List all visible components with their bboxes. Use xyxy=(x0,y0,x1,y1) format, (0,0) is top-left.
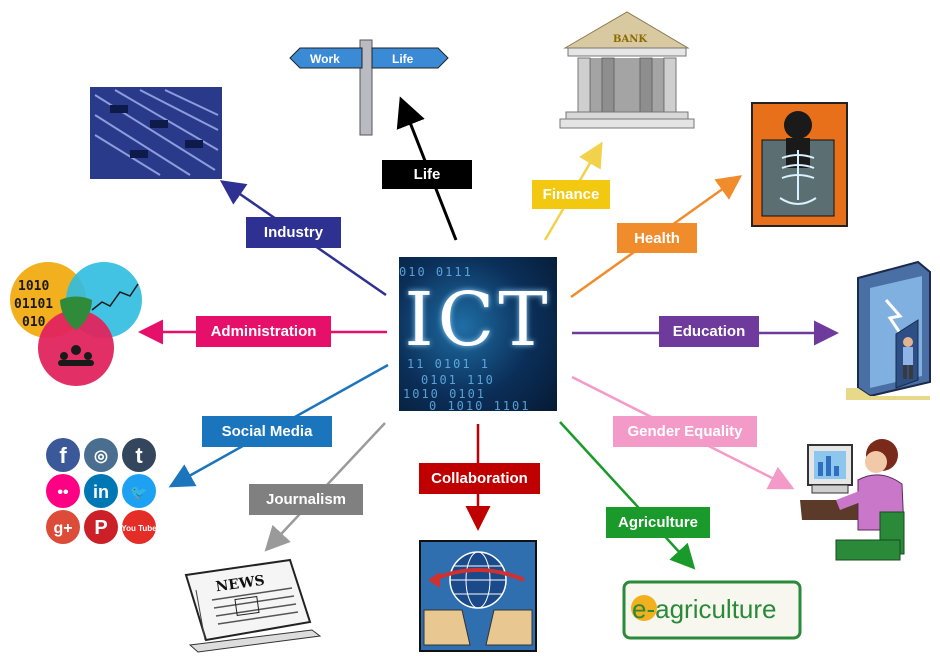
arrow-agriculture xyxy=(559,421,696,570)
label-finance: Finance xyxy=(532,180,610,209)
label-health: Health xyxy=(617,223,697,253)
hub-binary-row: 010 0111 xyxy=(399,265,473,279)
label-administration: Administration xyxy=(196,316,331,347)
label-collaboration: Collaboration xyxy=(419,463,540,494)
hub-binary-row: 11 0101 1 xyxy=(407,357,491,371)
label-life: Life xyxy=(382,160,472,189)
label-social-media: Social Media xyxy=(202,416,332,447)
ict-hub: 010 0111 11 0101 1 0101 110 1010 0101 0 … xyxy=(399,257,557,411)
label-journalism: Journalism xyxy=(249,484,363,515)
hub-binary-row: 1010 0101 xyxy=(403,387,487,401)
hub-title: ICT xyxy=(404,277,552,363)
label-gender-equality: Gender Equality xyxy=(613,416,757,447)
label-education: Education xyxy=(659,316,759,347)
hub-binary-row: 0 1010 1101 xyxy=(429,399,531,411)
label-agriculture: Agriculture xyxy=(606,507,710,538)
label-industry: Industry xyxy=(246,217,341,248)
hub-binary-row: 0101 110 xyxy=(421,373,495,387)
